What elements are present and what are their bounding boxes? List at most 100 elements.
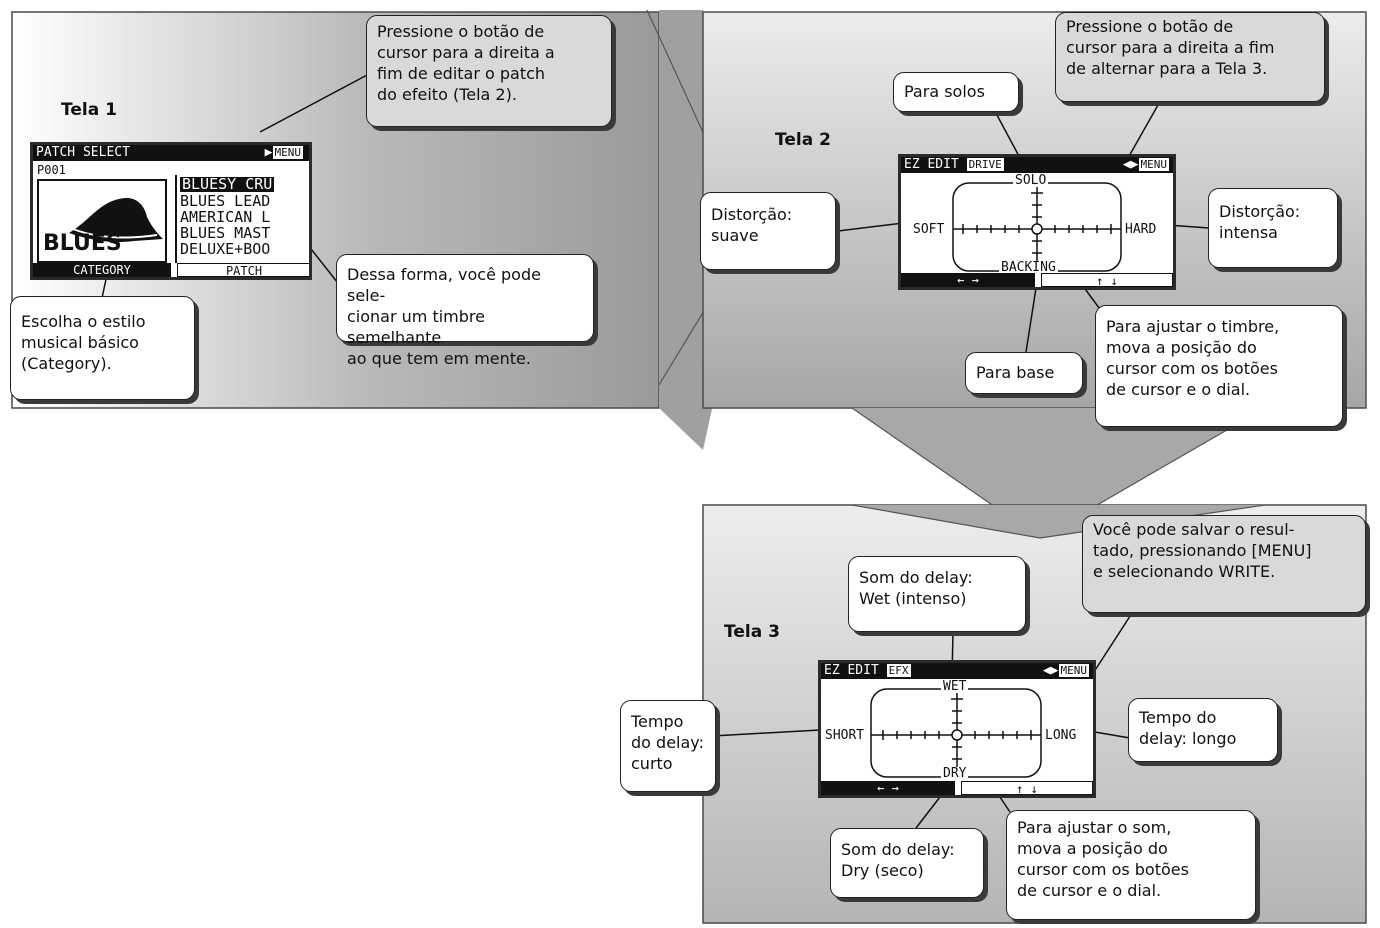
tela2-label-soft: SOFT xyxy=(913,222,945,237)
callout-line: Escolha o estilo xyxy=(21,312,146,331)
tela1-patch-list: BLUESY CRU BLUES LEAD AMERICAN L BLUES M… xyxy=(175,175,309,263)
callout-line: Tempo xyxy=(631,712,684,731)
tela1-lcd-header: PATCH SELECT xyxy=(36,145,130,160)
tela1-patch-item[interactable]: BLUES MAST xyxy=(180,224,271,242)
callout-line: Som do delay: xyxy=(859,568,973,587)
callout-line: mova a posição do xyxy=(1017,839,1168,858)
left-right-arrows-icon: ◀▶ xyxy=(1042,663,1059,678)
callout-line: cionar um timbre semelhante xyxy=(347,307,485,347)
tela1-category-box: BLUES xyxy=(37,179,167,263)
callout-t3-adjust: Para ajustar o som, mova a posição do cu… xyxy=(1006,810,1256,920)
right-arrow-icon: ▶ xyxy=(264,145,273,160)
callout-line: de cursor e o dial. xyxy=(1017,881,1162,900)
callout-line: (Category). xyxy=(21,354,112,373)
callout-t3-short: Tempo do delay: curto xyxy=(620,700,716,792)
callout-t3-dry: Som do delay: Dry (seco) xyxy=(830,828,984,898)
tela3-footer-left: ← → xyxy=(821,781,955,795)
callout-line: cursor para a direita a fim xyxy=(1066,38,1275,57)
tela1-patch-item-selected[interactable]: BLUESY CRU xyxy=(180,175,275,193)
tela3-lcd: EZ EDIT EFX ◀▶MENU WET DRY SHORT LONG ← … xyxy=(818,660,1096,798)
callout-t2-hard: Distorção: intensa xyxy=(1208,188,1338,268)
left-right-arrows-icon: ◀▶ xyxy=(1122,157,1139,172)
callout-line: Pressione o botão de xyxy=(1066,17,1234,36)
callout-line: musical básico xyxy=(21,333,139,352)
callout-line: delay: longo xyxy=(1139,729,1237,748)
callout-line: ao que tem em mente. xyxy=(347,349,531,368)
tela1-lcd: PATCH SELECT ▶MENU P001 BLUES BLUESY CRU… xyxy=(30,142,312,280)
callout-line: cursor para a direita a xyxy=(377,43,555,62)
callout-line: suave xyxy=(711,226,759,245)
tela2-lcd-tab: DRIVE xyxy=(966,158,1004,171)
callout-line: Distorção: xyxy=(1219,202,1301,221)
tela2-menu-indicator: ◀▶MENU xyxy=(1123,157,1169,173)
callout-t3-wet: Som do delay: Wet (intenso) xyxy=(848,556,1026,632)
callout-t2-soft: Distorção: suave xyxy=(700,192,836,270)
tela1-patch-item[interactable]: BLUES LEAD xyxy=(180,192,271,210)
callout-line: cursor com os botões xyxy=(1106,359,1278,378)
tela2-label-solo: SOLO xyxy=(1013,173,1049,188)
callout-line: Tempo do xyxy=(1139,708,1217,727)
callout-line: de cursor e o dial. xyxy=(1106,380,1251,399)
callout-line: tado, pressionando [MENU] xyxy=(1093,541,1312,560)
tela2-footer-left: ← → xyxy=(901,273,1035,287)
callout-t2-cursor: Pressione o botão de cursor para a direi… xyxy=(1055,12,1325,102)
tela3-menu-label: MENU xyxy=(1058,664,1089,677)
tela3-lcd-tab: EFX xyxy=(886,664,911,677)
callout-line: Para ajustar o timbre, xyxy=(1106,317,1280,336)
funnel-2-3 xyxy=(852,408,1265,538)
tela1-category-name: BLUES xyxy=(43,231,122,256)
tela1-footer-category: CATEGORY xyxy=(33,263,171,277)
tela2-lcd: EZ EDIT DRIVE ◀▶MENU SOLO BACKING SOFT H… xyxy=(898,154,1176,290)
callout-line: cursor com os botões xyxy=(1017,860,1189,879)
callout-t1-patch: Dessa forma, você pode sele- cionar um t… xyxy=(336,254,594,368)
callout-line: de alternar para a Tela 3. xyxy=(1066,59,1268,78)
callout-t2-solo: Para solos xyxy=(893,72,1019,112)
tela3-label-long: LONG xyxy=(1045,728,1077,743)
callout-line: do delay: xyxy=(631,733,704,752)
tela3-label-short: SHORT xyxy=(825,728,865,743)
callout-line: Dry (seco) xyxy=(841,861,924,880)
tela2-menu-label: MENU xyxy=(1138,158,1169,171)
tela1-menu-indicator: ▶MENU xyxy=(265,145,303,161)
callout-t1-category: Escolha o estilo musical básico (Categor… xyxy=(10,296,195,400)
tela3-lcd-header-bar: EZ EDIT EFX ◀▶MENU xyxy=(821,663,1093,679)
callout-line: Distorção: xyxy=(711,205,793,224)
tela3-title: Tela 3 xyxy=(724,622,780,642)
tela1-footer-patch: PATCH xyxy=(177,263,309,277)
callout-line: Para ajustar o som, xyxy=(1017,818,1172,837)
callout-line: Pressione o botão de xyxy=(377,22,545,41)
tela1-title: Tela 1 xyxy=(61,100,117,120)
callout-t1-cursor: Pressione o botão de cursor para a direi… xyxy=(366,15,612,127)
tela1-patch-item[interactable]: DELUXE+BOO xyxy=(180,240,271,258)
callout-line: intensa xyxy=(1219,223,1278,242)
callout-line: Para solos xyxy=(904,82,985,101)
callout-line: fim de editar o patch xyxy=(377,64,546,83)
callout-line: Dessa forma, você pode sele- xyxy=(347,265,541,305)
tela3-menu-indicator: ◀▶MENU xyxy=(1043,663,1089,679)
tela3-footer-right: ↑ ↓ xyxy=(961,781,1093,795)
callout-line: curto xyxy=(631,754,673,773)
tela2-label-backing: BACKING xyxy=(999,260,1058,275)
callout-line: Você pode salvar o resul- xyxy=(1093,520,1295,539)
tela2-title: Tela 2 xyxy=(775,130,831,150)
callout-line: Para base xyxy=(976,363,1055,382)
tela3-label-wet: WET xyxy=(941,679,969,694)
tela2-lcd-header: EZ EDIT xyxy=(904,157,959,172)
tela1-patch-item[interactable]: AMERICAN L xyxy=(180,208,271,226)
callout-t2-adjust: Para ajustar o timbre, mova a posição do… xyxy=(1095,305,1343,427)
callout-line: mova a posição do xyxy=(1106,338,1257,357)
tela3-lcd-header: EZ EDIT xyxy=(824,663,879,678)
callout-line: Wet (intenso) xyxy=(859,589,967,608)
tela2-footer-right: ↑ ↓ xyxy=(1041,273,1173,287)
tela1-lcd-header-bar: PATCH SELECT ▶MENU xyxy=(33,145,309,161)
callout-t3-write: Você pode salvar o resul- tado, pression… xyxy=(1082,515,1366,613)
callout-t3-long: Tempo do delay: longo xyxy=(1128,698,1278,762)
hat-icon xyxy=(69,197,163,243)
tela1-patch-number: P001 xyxy=(37,163,66,177)
tela3-label-dry: DRY xyxy=(941,766,969,781)
tela2-lcd-header-bar: EZ EDIT DRIVE ◀▶MENU xyxy=(901,157,1173,173)
callout-line: e selecionando WRITE. xyxy=(1093,562,1276,581)
callout-line: Som do delay: xyxy=(841,840,955,859)
callout-t2-base: Para base xyxy=(965,352,1083,394)
